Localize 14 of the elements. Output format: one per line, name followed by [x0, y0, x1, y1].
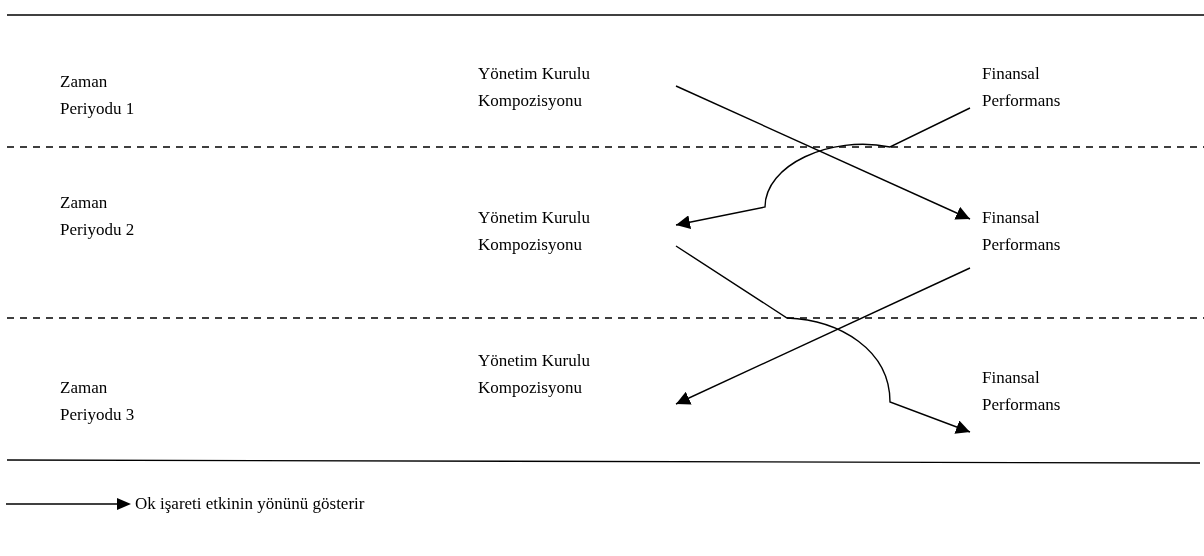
period-label: Zaman Periyodu 2 [60, 192, 136, 241]
node-text: Finansal Performans [982, 63, 1062, 112]
arrow [675, 245, 971, 434]
node-text: Yönetim Kurulu Kompozisyonu [478, 63, 591, 112]
node-text: Yönetim Kurulu Kompozisyonu [478, 350, 591, 399]
arrow [675, 267, 971, 405]
arrow [675, 85, 971, 220]
period-label: Zaman Periyodu 1 [60, 71, 136, 120]
period-label: Zaman Periyodu 3 [60, 377, 136, 426]
node-text: Finansal Performans [982, 207, 1062, 256]
legend-text: Ok işareti etkinin yönünü gösterir [135, 494, 365, 514]
arrow [675, 107, 971, 230]
node-text: Yönetim Kurulu Kompozisyonu [478, 207, 591, 256]
node-text: Finansal Performans [982, 367, 1062, 416]
